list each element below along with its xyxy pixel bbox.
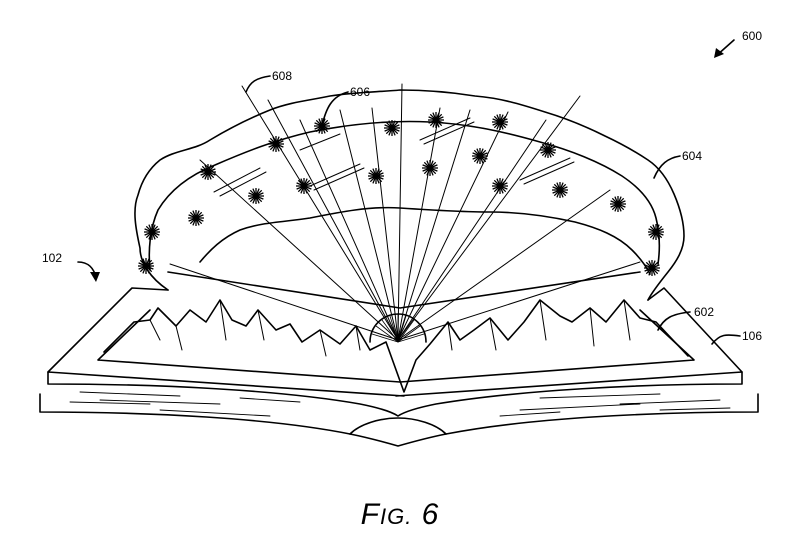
leader-106 bbox=[711, 334, 741, 345]
sky-dome-outline bbox=[134, 89, 685, 301]
stars-group bbox=[138, 112, 664, 276]
book-bottom bbox=[39, 393, 759, 447]
star-icon bbox=[472, 148, 488, 164]
star-icon bbox=[314, 118, 330, 134]
star-icon bbox=[644, 260, 660, 276]
ref-label-602: 602 bbox=[694, 305, 714, 319]
arrowhead-600 bbox=[714, 48, 724, 58]
star-icon bbox=[428, 112, 444, 128]
star-icon bbox=[610, 196, 626, 212]
star-icon bbox=[492, 178, 508, 194]
scene-ground-plane bbox=[167, 271, 641, 309]
caption-prefix: F bbox=[360, 498, 380, 531]
sun-rays bbox=[371, 313, 425, 343]
caption-number: 6 bbox=[421, 498, 440, 531]
star-icon bbox=[552, 182, 568, 198]
left-page-edges bbox=[69, 391, 301, 417]
star-icon bbox=[492, 114, 508, 130]
star-icon bbox=[368, 168, 384, 184]
leader-608 bbox=[245, 75, 271, 93]
star-icon bbox=[248, 188, 264, 204]
leader-606 bbox=[321, 91, 349, 127]
left-page-frame bbox=[47, 287, 405, 397]
ref-label-608: 608 bbox=[272, 69, 292, 83]
leader-604 bbox=[653, 155, 681, 179]
book-spine bbox=[349, 417, 447, 435]
ref-label-604: 604 bbox=[682, 149, 702, 163]
ref-label-606: 606 bbox=[350, 85, 370, 99]
ref-label-600: 600 bbox=[742, 29, 762, 43]
caption-small: IG. bbox=[379, 504, 413, 529]
left-page-inner bbox=[97, 309, 401, 383]
ref-label-102: 102 bbox=[42, 251, 62, 265]
ref-label-106: 106 bbox=[742, 329, 762, 343]
figure-caption: FIG. 6 bbox=[0, 498, 800, 532]
mountain-shading bbox=[149, 299, 631, 357]
right-page-edges bbox=[499, 393, 731, 417]
star-icon bbox=[138, 258, 154, 274]
star-icon bbox=[200, 164, 216, 180]
star-icon bbox=[188, 210, 204, 226]
sky-streaks bbox=[213, 117, 575, 197]
mountain-range bbox=[103, 299, 689, 393]
star-icon bbox=[422, 160, 438, 176]
star-icon bbox=[144, 224, 160, 240]
sky-dome-band bbox=[148, 120, 661, 271]
light-rays bbox=[169, 83, 641, 341]
arrowhead-102 bbox=[90, 272, 100, 282]
star-icon bbox=[296, 178, 312, 194]
right-page-frame bbox=[395, 287, 743, 397]
leader-602 bbox=[657, 311, 691, 331]
star-icon bbox=[384, 120, 400, 136]
book-cover bbox=[47, 371, 743, 417]
sky-dome-horizon bbox=[199, 206, 651, 275]
star-icon bbox=[540, 142, 556, 158]
star-icon bbox=[268, 136, 284, 152]
star-icon bbox=[648, 224, 664, 240]
right-page-inner bbox=[399, 309, 695, 383]
